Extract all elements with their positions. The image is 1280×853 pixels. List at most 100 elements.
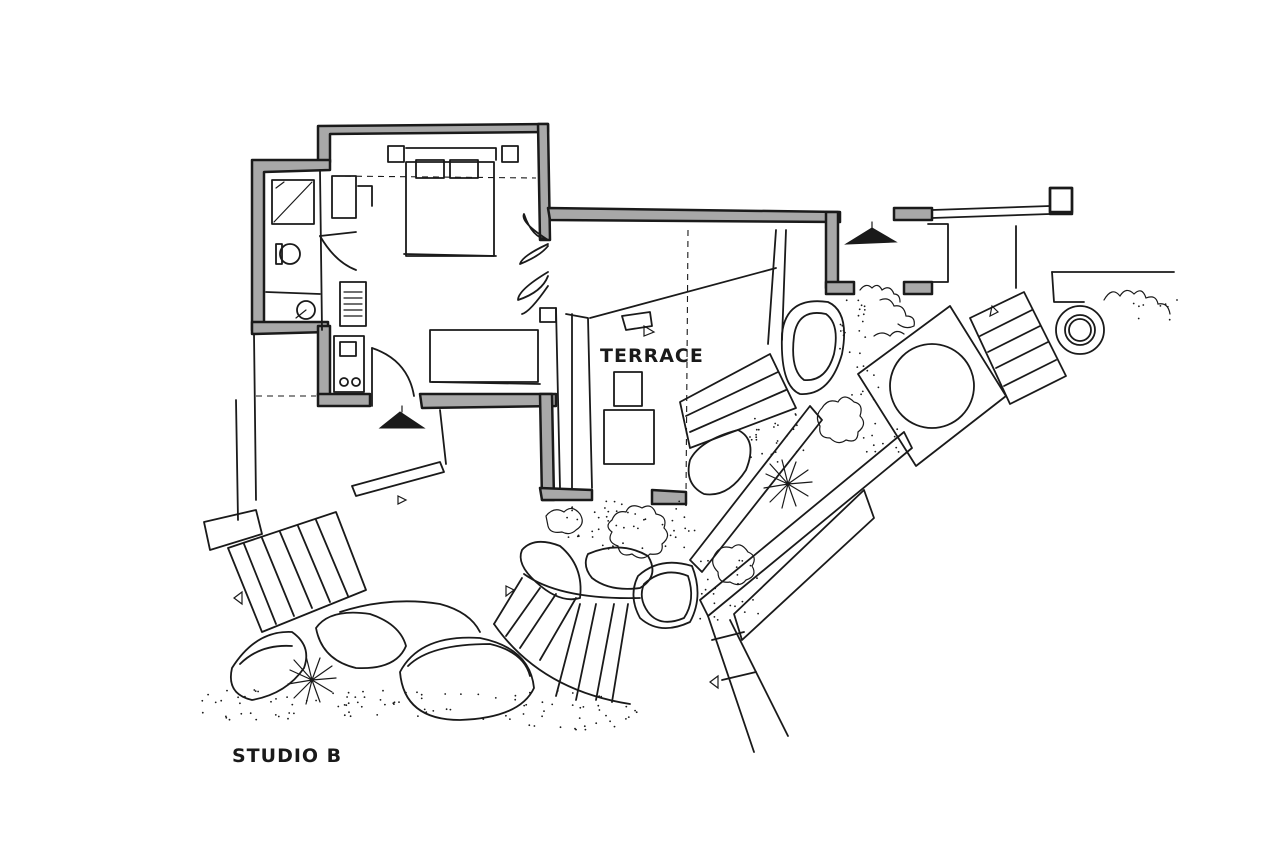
stipple-dot xyxy=(315,699,317,702)
stipple-dot xyxy=(896,428,899,431)
stipple-dot xyxy=(514,694,517,697)
stipple-dot xyxy=(802,449,805,452)
stipple-dot xyxy=(707,559,709,562)
stipple-dot xyxy=(749,436,751,438)
stipple-dot xyxy=(775,442,778,444)
stipple-dot xyxy=(566,516,568,519)
stipple-dot xyxy=(856,366,859,368)
stipple-dot xyxy=(673,529,675,532)
stipple-dot xyxy=(360,705,363,708)
stipple-dot xyxy=(749,564,752,567)
stipple-dot xyxy=(872,444,875,447)
stipple-dot xyxy=(416,691,418,694)
stipple-dot xyxy=(757,612,759,615)
stipple-dot xyxy=(514,698,517,701)
stipple-dot xyxy=(669,534,672,537)
stipple-dot xyxy=(237,696,240,699)
stipple-dot xyxy=(735,566,738,568)
stipple-dot xyxy=(675,508,678,510)
stipple-dot xyxy=(432,710,435,712)
stipple-dot xyxy=(477,693,480,696)
stipple-dot xyxy=(795,414,797,416)
stipple-dot xyxy=(674,536,677,539)
stipple-dot xyxy=(600,695,603,698)
stipple-dot xyxy=(858,308,861,311)
stipple-dot xyxy=(741,600,744,603)
stipple-dot xyxy=(228,718,231,721)
stipple-dot xyxy=(700,560,702,563)
stipple-dot xyxy=(398,701,400,703)
stipple-dot xyxy=(773,426,775,428)
stipple-dot xyxy=(714,587,717,590)
stipple-dot xyxy=(214,701,217,704)
stipple-dot xyxy=(632,525,635,528)
stipple-dot xyxy=(607,510,610,513)
stipple-dot xyxy=(254,690,257,692)
stipple-dot xyxy=(1138,305,1140,308)
stipple-dot xyxy=(376,714,379,716)
stipple-dot xyxy=(1176,299,1178,301)
stipple-dot xyxy=(343,704,346,706)
stipple-dot xyxy=(851,394,853,396)
stipple-dot xyxy=(713,602,716,605)
stipple-dot xyxy=(858,330,861,332)
stipple-dot xyxy=(575,728,577,731)
stipple-dot xyxy=(685,504,687,507)
stipple-dot xyxy=(597,516,600,519)
stipple-dot xyxy=(839,330,842,332)
stipple-dot xyxy=(862,365,865,367)
stipple-dot xyxy=(754,417,756,420)
stipple-dot xyxy=(393,703,395,705)
stipple-dot xyxy=(605,500,608,503)
stipple-dot xyxy=(641,547,644,550)
stipple-dot xyxy=(770,453,773,456)
stipple-dot xyxy=(862,437,865,439)
level-markers xyxy=(233,304,1000,690)
stipple-dot xyxy=(420,693,423,696)
stipple-dot xyxy=(582,706,585,708)
stipple-dot xyxy=(736,574,739,576)
stipple-dot xyxy=(842,329,845,332)
stipple-dot xyxy=(579,706,582,709)
stipple-dot xyxy=(774,422,777,425)
stipple-dot xyxy=(576,518,579,521)
stipple-dot xyxy=(897,451,900,453)
stipple-dot xyxy=(354,696,357,698)
spiky-plants xyxy=(287,459,813,705)
stipple-dot xyxy=(741,560,744,562)
stipple-dot xyxy=(244,695,246,698)
stipple-dot xyxy=(700,592,703,595)
stipple-dot xyxy=(699,617,702,620)
stipple-dot xyxy=(346,696,348,698)
stipple-dot xyxy=(305,699,308,702)
stipple-dot xyxy=(379,699,382,701)
stipple-dot xyxy=(343,714,346,717)
stipple-dot xyxy=(362,690,364,693)
stipple-dot xyxy=(571,704,574,706)
stipple-dot xyxy=(509,718,511,720)
stipple-dot xyxy=(445,708,448,711)
stipple-dot xyxy=(627,511,629,514)
stipple-dot xyxy=(494,697,497,699)
stipple-dot xyxy=(861,390,864,393)
stipple-dot xyxy=(505,714,507,717)
stipple-dot xyxy=(857,314,860,317)
stipple-dot xyxy=(874,450,877,453)
stipple-dot xyxy=(683,516,686,519)
stipple-dot xyxy=(729,604,732,607)
stipple-dot xyxy=(253,689,256,691)
stipple-dot xyxy=(598,709,601,711)
stipple-dot xyxy=(277,715,280,718)
outdoor-right xyxy=(857,205,1175,467)
stipple-dot xyxy=(270,700,272,703)
stipple-dot xyxy=(862,313,865,316)
stipple-dot xyxy=(595,722,598,725)
stipple-dot xyxy=(693,529,696,532)
stipple-dot xyxy=(460,693,462,695)
stipple-dot xyxy=(584,728,587,731)
stipple-dot xyxy=(848,351,851,354)
stipple-dot xyxy=(1142,304,1145,306)
stairs xyxy=(227,291,1067,753)
stipple-dot xyxy=(1137,317,1140,320)
stipple-dot xyxy=(226,689,228,692)
